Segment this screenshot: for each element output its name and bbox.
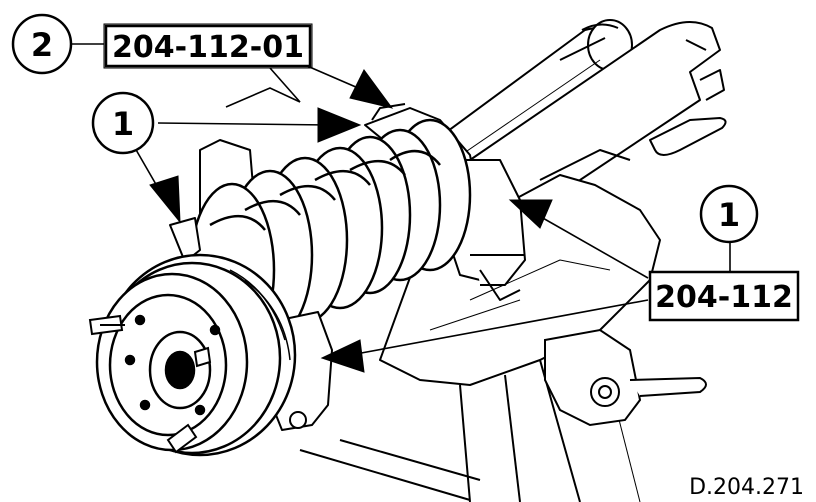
- callout-circle-1-right: 1: [699, 184, 759, 244]
- figure-reference: D.204.271: [689, 475, 804, 500]
- wheel-studs: [88, 314, 212, 454]
- arrow-right-lower: [320, 339, 365, 373]
- arrowheads: [149, 69, 553, 373]
- callout-circle-2: 2: [11, 13, 73, 75]
- arrow-lower-claw: [149, 175, 181, 224]
- ball-joint-bracket: [544, 328, 707, 427]
- brake-disc-hub: [95, 253, 297, 457]
- callout-box-tool: 204-112: [648, 270, 800, 322]
- arrow-upper-plate: [317, 107, 362, 143]
- arrow-top-hook: [349, 69, 394, 109]
- arrow-right-upper: [508, 199, 553, 229]
- callout-circle-1-left: 1: [91, 91, 155, 155]
- callout-number-2: 2: [31, 26, 53, 64]
- tool-number-204-112: 204-112: [655, 280, 793, 315]
- callout-box-tool-01: 204-112-01: [103, 23, 313, 69]
- callout-number-1-left: 1: [112, 105, 134, 143]
- tool-number-204-112-01: 204-112-01: [112, 30, 304, 65]
- callout-number-1-right: 1: [718, 196, 740, 234]
